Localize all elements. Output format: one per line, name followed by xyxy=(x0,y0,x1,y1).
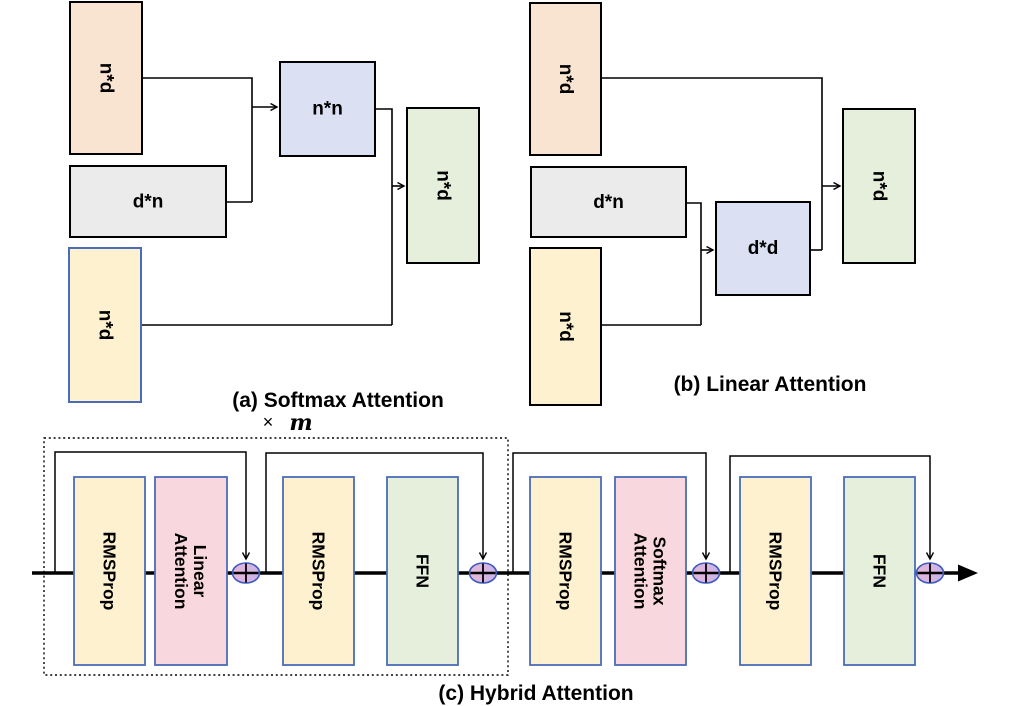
panel-a-output-box xyxy=(406,107,480,264)
rmsnorm-block-4-label: RMSProp xyxy=(766,532,786,611)
residual-add-1 xyxy=(231,562,261,584)
rmsnorm-block-2 xyxy=(282,476,355,666)
panel-a-query-label: n*d xyxy=(96,63,117,94)
panel-b-value-box xyxy=(529,247,602,406)
repeat-times-symbol: × xyxy=(263,412,274,432)
panel-a-key-label: d*n xyxy=(133,192,164,213)
panel-a-query-box xyxy=(69,1,143,155)
ffn-block-1-label: FFN xyxy=(413,554,433,588)
rmsnorm-block-1-label: RMSProp xyxy=(100,532,120,611)
panel-b-key-label: d*n xyxy=(593,192,624,213)
panel-b-kv-label: d*d xyxy=(748,238,779,259)
softmax-attention-block-label: Softmax Attention xyxy=(631,533,670,610)
panel-b-output-box xyxy=(842,108,916,264)
panel-a-key-box xyxy=(69,165,227,238)
ffn-block-1 xyxy=(386,476,459,666)
rmsnorm-block-1 xyxy=(73,476,146,666)
repeat-count-symbol: m xyxy=(289,410,312,436)
ffn-block-2 xyxy=(843,476,916,666)
panel-b-query-box xyxy=(529,2,602,156)
residual-add-2 xyxy=(468,562,498,584)
panel-b-linear-attention: n*d d*n d*d n*d n*d (b) Linear Attention xyxy=(529,2,916,406)
rmsnorm-block-3-label: RMSProp xyxy=(556,532,576,611)
panel-b-key-box xyxy=(530,166,687,238)
output-arrowhead xyxy=(958,564,978,582)
linear-attention-label-line1: Linear xyxy=(190,545,210,598)
connector-b-query-out xyxy=(601,77,823,250)
panel-b-value-label: n*d xyxy=(555,311,576,342)
skip-connection-2 xyxy=(265,452,483,573)
panel-a-scores-label: n*n xyxy=(312,99,343,120)
panel-c-hybrid-attention: × m RMSProp Linear Attention RMSProp FFN… xyxy=(32,410,978,705)
linear-attention-label-line2: Attention xyxy=(171,533,191,610)
panel-b-output-label: n*d xyxy=(869,171,890,202)
panel-a-value-label: n*d xyxy=(95,310,116,341)
softmax-attention-block xyxy=(614,476,687,666)
connector-a-scores-out xyxy=(375,108,393,325)
skip-connection-4 xyxy=(729,455,930,573)
panel-a-softmax-attention: n*d d*n n*n n*d n*d (a) Softmax Attentio… xyxy=(68,1,480,412)
panel-a-caption: (a) Softmax Attention xyxy=(232,389,444,412)
panel-a-output-label: n*d xyxy=(433,170,454,201)
connector-b-key-out xyxy=(686,202,702,325)
rmsnorm-block-3 xyxy=(529,476,602,666)
rmsnorm-block-4 xyxy=(739,476,812,666)
residual-add-4 xyxy=(915,562,945,584)
panel-b-kv-box xyxy=(715,201,811,296)
panel-b-query-label: n*d xyxy=(555,64,576,95)
linear-attention-block-label: Linear Attention xyxy=(171,533,210,610)
panel-a-scores-box xyxy=(279,61,376,157)
repeat-block-dotted-border xyxy=(43,437,509,676)
rmsnorm-block-2-label: RMSProp xyxy=(309,532,329,611)
softmax-attention-label-line1: Softmax xyxy=(650,536,670,605)
panel-c-caption: (c) Hybrid Attention xyxy=(438,682,633,705)
panel-a-value-box xyxy=(68,247,142,403)
linear-attention-block xyxy=(154,476,228,666)
residual-add-3 xyxy=(691,562,721,584)
panel-b-caption: (b) Linear Attention xyxy=(674,373,867,396)
ffn-block-2-label: FFN xyxy=(870,554,890,588)
skip-connection-3 xyxy=(512,452,706,573)
connector-a-query-out xyxy=(142,77,253,202)
softmax-attention-label-line2: Attention xyxy=(631,533,651,610)
skip-connection-1 xyxy=(54,451,246,573)
